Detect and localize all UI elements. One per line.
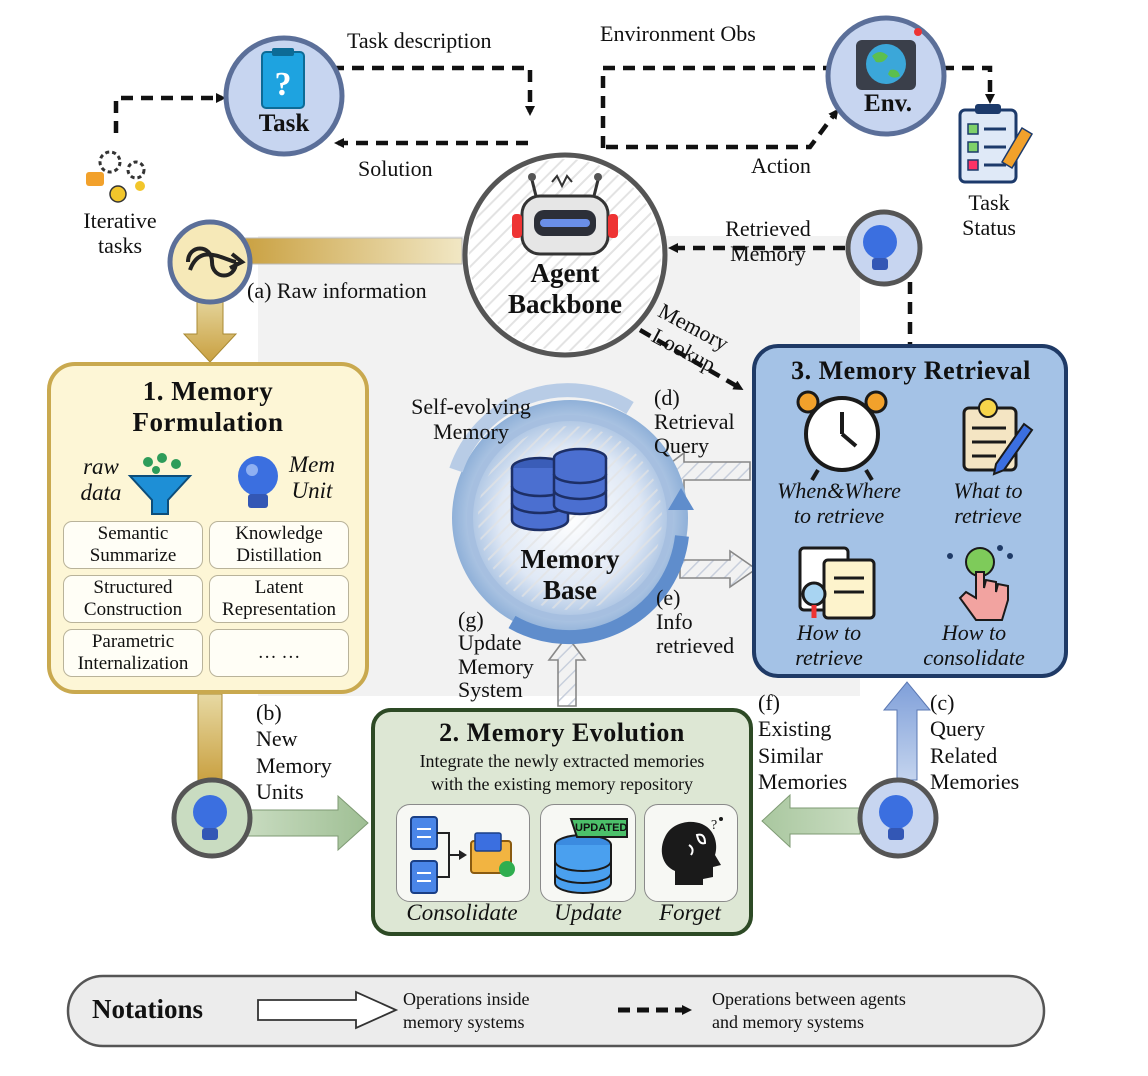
- update-label: Update: [554, 900, 622, 925]
- database-icon: [510, 447, 608, 532]
- notation-between-label: Operations between agents and memory sys…: [712, 989, 906, 1032]
- notation-hollow-arrow: [257, 990, 399, 1030]
- info-retrieved-label: (e) Info retrieved: [656, 585, 735, 659]
- existing-memories-arrow: [761, 793, 861, 849]
- mem-unit-label: Mem Unit: [289, 452, 335, 504]
- evolution-title: 2. Memory Evolution: [439, 718, 685, 747]
- action-label: Action: [751, 153, 811, 178]
- updated-badge: UPDATED: [575, 822, 628, 834]
- hollow-arrows: [185, 451, 758, 707]
- query-related-memories-label: (c) Query Related Memories: [930, 690, 1020, 795]
- evolution-item-update: UPDATED: [540, 804, 636, 902]
- query-related-arrow: [882, 681, 932, 781]
- notation-inside-label: Operations inside memory systems: [403, 989, 530, 1032]
- svg-text:?: ?: [711, 818, 717, 833]
- raw-data-label: raw data: [80, 454, 122, 506]
- solution-label: Solution: [358, 156, 433, 181]
- task-label: Task: [258, 110, 310, 137]
- retrieval-query-label: (d) Retrieval Query: [654, 385, 735, 459]
- raw-information-label: (a) Raw information: [247, 278, 427, 303]
- retrieval-title: 3. Memory Retrieval: [791, 356, 1031, 385]
- iterative-tasks-icon: [86, 150, 146, 203]
- documents-merge-icon: [410, 816, 515, 894]
- raw-info-arrow: [239, 237, 463, 265]
- bulb-new-units: [171, 777, 253, 859]
- loop-icon: [167, 219, 253, 305]
- notations-title: Notations: [92, 994, 204, 1024]
- globe-icon: [856, 28, 922, 90]
- evolution-description: Integrate the newly extracted memories w…: [419, 751, 705, 794]
- env-label: Env.: [864, 90, 912, 117]
- evolution-item-consolidate: [396, 804, 530, 902]
- dashed-flows: [113, 65, 995, 391]
- forget-label: Forget: [659, 900, 721, 925]
- formulation-title: 1. Memory Formulation: [132, 376, 284, 438]
- new-memory-units-label: (b) New Memory Units: [256, 700, 332, 805]
- head-profile-icon: ?: [661, 817, 723, 885]
- notepad-pen-icon: [962, 398, 1034, 476]
- retrieved-memory-label: Retrieved Memory: [725, 216, 811, 267]
- formulation-cell: … …: [209, 629, 349, 677]
- task-status-icon: [958, 104, 1034, 184]
- memory-base-label: Memory Base: [520, 544, 620, 606]
- iterative-tasks-label: Iterative tasks: [83, 208, 157, 259]
- robot-icon: [512, 173, 618, 256]
- task-status-label: Task Status: [962, 190, 1016, 241]
- existing-similar-memories-label: (f) Existing Similar Memories: [758, 690, 848, 795]
- database-updated-icon: [554, 818, 628, 894]
- svg-text:?: ?: [275, 66, 292, 103]
- retrieval-item: How to consolidate: [923, 620, 1025, 671]
- environment-obs-label: Environment Obs: [600, 21, 756, 46]
- document-search-icon: [798, 546, 876, 620]
- bulb-retrieved: [845, 209, 923, 287]
- new-units-arrow: [197, 693, 223, 783]
- retrieval-item: When&Where to retrieve: [777, 478, 901, 529]
- retrieval-item: What to retrieve: [953, 478, 1023, 529]
- notations-box: [66, 974, 1046, 1048]
- funnel-icon: [127, 453, 193, 515]
- to-evolution-arrow: [243, 794, 369, 852]
- alarm-clock-icon: [796, 390, 888, 482]
- agent-backbone-label: Agent Backbone: [507, 258, 623, 320]
- question-clipboard-icon: ?: [261, 48, 305, 109]
- touch-hand-icon: [947, 545, 1013, 621]
- retrieval-item: How to retrieve: [795, 620, 863, 671]
- bulb-query: [857, 777, 939, 859]
- self-evolving-label: Self-evolving Memory: [411, 394, 531, 445]
- mem-unit-bulb-icon: [238, 456, 278, 508]
- evolution-item-forget: ?: [644, 804, 738, 902]
- task-description-label: Task description: [347, 28, 492, 53]
- consolidate-label: Consolidate: [406, 900, 518, 925]
- update-memory-system-label: (g) Update Memory System: [458, 607, 534, 702]
